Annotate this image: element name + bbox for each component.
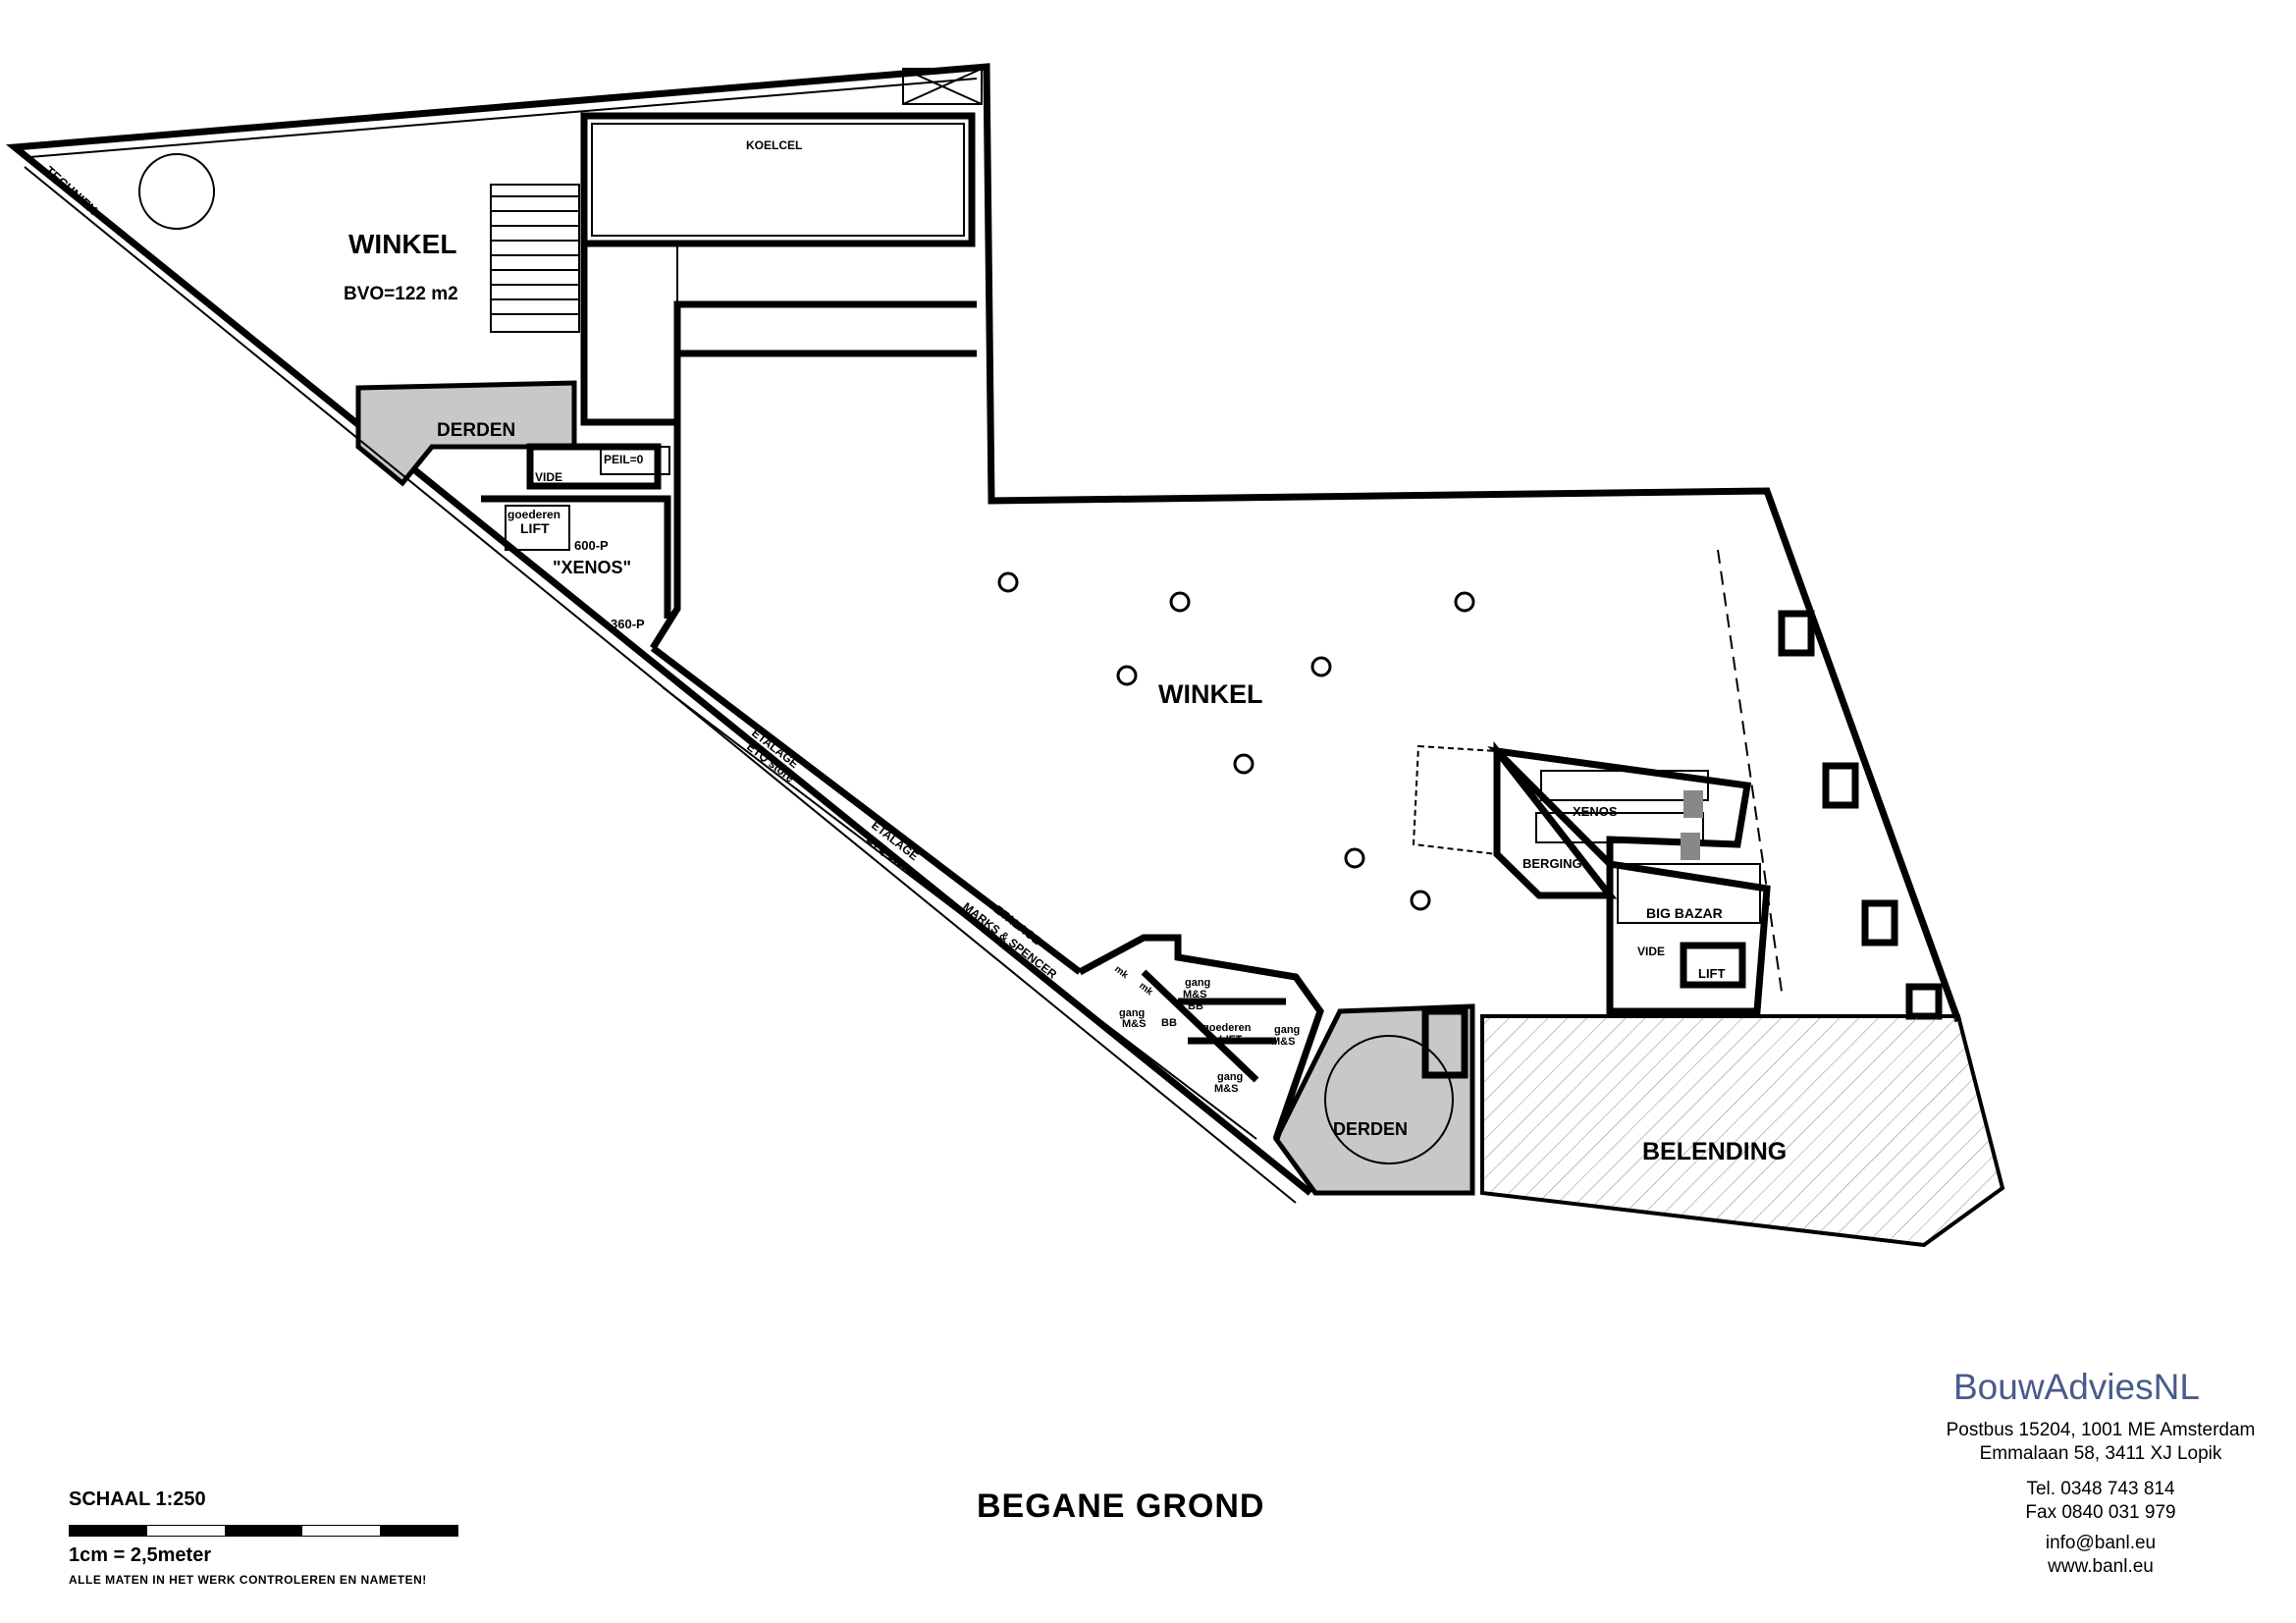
label-bvo: BVO=122 m2 [344,284,458,304]
scale-note: ALLE MATEN IN HET WERK CONTROLEREN EN NA… [69,1573,427,1587]
label-vide-right: VIDE [1637,945,1665,958]
stairs-top [490,184,580,333]
label-derden-bottom: DERDEN [1333,1119,1408,1139]
label-lift-right: LIFT [1698,966,1725,981]
label-gang-2: gang [1185,977,1210,989]
address-line-1: Postbus 15204, 1001 ME Amsterdam [1946,1420,2256,1440]
company-web: info@banl.eu www.banl.eu [1904,1532,2296,1579]
label-gang-4: gang [1274,1024,1300,1036]
label-bb-2: BB [1188,1001,1203,1012]
label-goederen-2: goederen [1202,1022,1252,1034]
scale-label: SCHAAL 1:250 [69,1488,206,1510]
label-360p: 360-P [611,617,645,631]
tel: Tel. 0348 743 814 [2026,1479,2175,1499]
address-line-2: Emmalaan 58, 3411 XJ Lopik [1979,1443,2222,1464]
label-goederen-1: goederen [507,508,561,521]
goods-lift-1 [505,505,570,551]
scale-ratio: 1cm = 2,5meter [69,1544,212,1566]
service-corridors [1078,934,1324,1141]
fax: Fax 0840 031 979 [2025,1502,2176,1523]
company-phone: Tel. 0348 743 814 Fax 0840 031 979 [1904,1478,2296,1525]
outer-wall [5,63,1962,1196]
spiral-stair [138,153,215,230]
label-mk-1: mk [1112,964,1131,982]
scale-legend: SCHAAL 1:250 1cm = 2,5meter ALLE MATEN I… [69,1488,458,1587]
label-winkel-main: WINKEL [1158,679,1262,709]
room-labels: TECHNIEK WINKEL BVO=122 m2 KOELCEL DERDE… [42,138,1787,1165]
label-belending: BELENDING [1642,1138,1787,1165]
label-techniek: TECHNIEK [42,163,101,218]
derden-bottom-area [1273,1003,1475,1196]
spiral-stair-bottom [1324,1035,1454,1164]
label-koelcel: KOELCEL [746,138,802,152]
web-link[interactable]: www.banl.eu [2048,1556,2154,1577]
escalator-block [1487,746,1771,1015]
plan-title: BEGANE GROND [977,1488,1265,1525]
label-peil: PEIL=0 [604,453,644,466]
label-gang-1: gang [1119,1007,1145,1019]
label-winkel-top: WINKEL [348,229,456,259]
derden-top-area [355,380,577,487]
label-xenos: XENOS [1573,804,1618,819]
scale-bar [69,1525,458,1537]
label-berging: BERGING [1522,856,1582,871]
label-600p: 600-P [574,538,609,553]
facade-bays [1778,610,1943,1020]
label-ms-1: M&S [1122,1018,1146,1030]
label-ms-5: M&S [1214,1083,1238,1095]
koelcel-room [580,112,976,247]
label-lift-1: LIFT [520,520,550,536]
label-bb-3: BB [1161,1017,1177,1029]
label-lift-2: LIFT [1219,1034,1242,1046]
label-vide-top: VIDE [535,470,562,484]
label-ms-2: M&S [1183,989,1206,1001]
label-gang-5: gang [1217,1071,1243,1083]
escalator-steps [1535,770,1761,924]
company-logo: BouwAdviesNL [1953,1367,2200,1407]
label-xenos-quote: "XENOS" [553,558,631,577]
label-derden-top: DERDEN [437,420,515,441]
label-ms-4: M&S [1271,1036,1295,1048]
company-address: Postbus 15204, 1001 ME Amsterdam Emmalaa… [1904,1419,2296,1466]
columns [997,571,1475,911]
email-link[interactable]: info@banl.eu [2045,1533,2157,1553]
belending-area [1480,1014,2005,1248]
label-big-bazar: BIG BAZAR [1646,905,1723,921]
